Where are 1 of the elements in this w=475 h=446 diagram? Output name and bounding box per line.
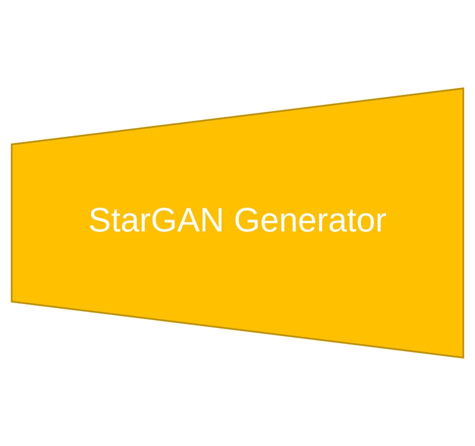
node-box: StarGAN Generator [10,87,464,359]
